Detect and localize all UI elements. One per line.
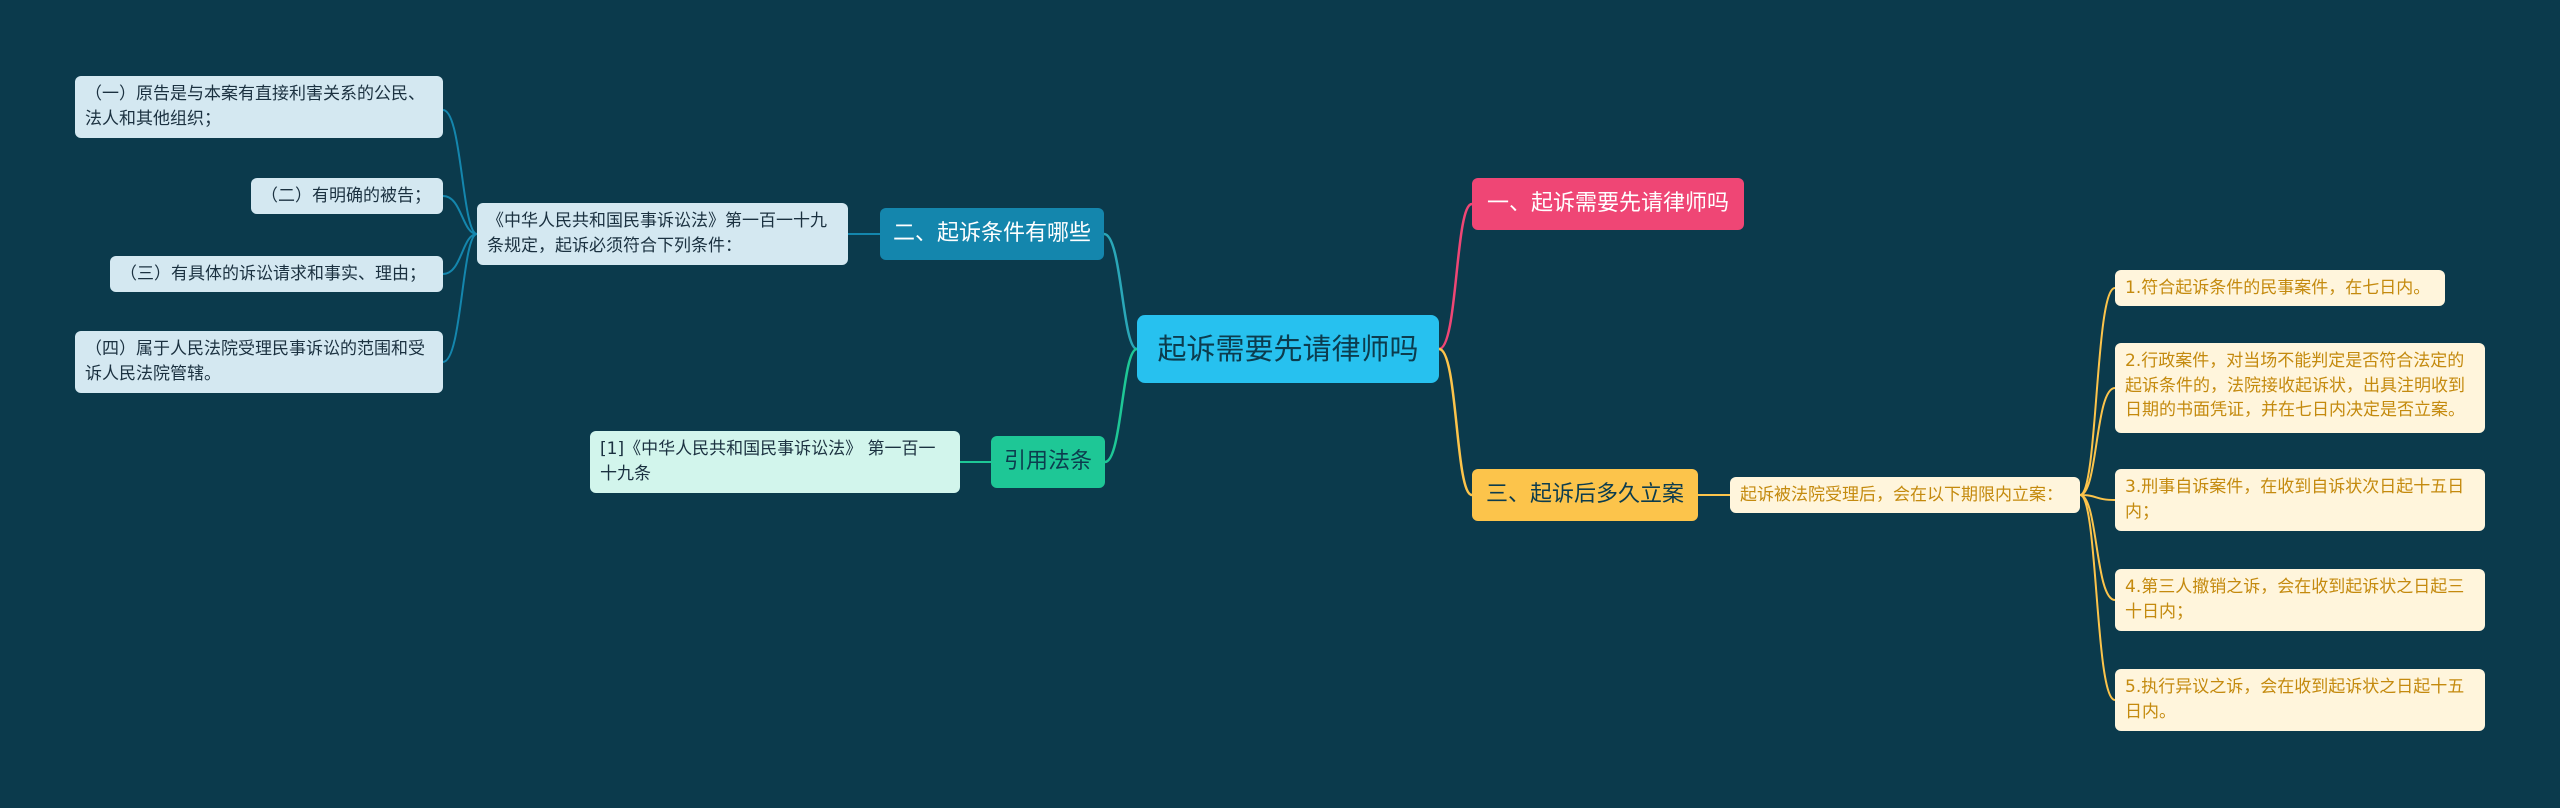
timing-item-1[interactable]: 1.符合起诉条件的民事案件，在七日内。 <box>2115 270 2445 306</box>
conditions-intro[interactable]: 《中华人民共和国民事诉讼法》第一百一十九条规定，起诉必须符合下列条件： <box>477 203 848 265</box>
branch-conditions[interactable]: 二、起诉条件有哪些 <box>880 208 1104 260</box>
citation-item-1[interactable]: [1]《中华人民共和国民事诉讼法》 第一百一十九条 <box>590 431 960 493</box>
link-timing-items <box>2079 287 2116 701</box>
link-root-lawyer <box>1438 202 1473 351</box>
branch-timing[interactable]: 三、起诉后多久立案 <box>1472 469 1698 521</box>
condition-item-3[interactable]: （三）有具体的诉讼请求和事实、理由； <box>110 256 443 292</box>
timing-intro[interactable]: 起诉被法院受理后，会在以下期限内立案： <box>1730 477 2080 513</box>
branch-citation[interactable]: 引用法条 <box>991 436 1105 488</box>
link-intro-items <box>442 109 478 363</box>
link-root-conditions <box>1103 232 1138 351</box>
timing-item-3[interactable]: 3.刑事自诉案件，在收到自诉状次日起十五日内； <box>2115 469 2485 531</box>
condition-item-2[interactable]: （二）有明确的被告； <box>251 178 443 214</box>
timing-item-4[interactable]: 4.第三人撤销之诉，会在收到起诉状之日起三十日内； <box>2115 569 2485 631</box>
timing-item-5[interactable]: 5.执行异议之诉，会在收到起诉状之日起十五日内。 <box>2115 669 2485 731</box>
timing-item-2[interactable]: 2.行政案件，对当场不能判定是否符合法定的起诉条件的，法院接收起诉状，出具注明收… <box>2115 343 2485 433</box>
root-topic[interactable]: 起诉需要先请律师吗 <box>1137 315 1439 383</box>
condition-item-1[interactable]: （一）原告是与本案有直接利害关系的公民、法人和其他组织； <box>75 76 443 138</box>
link-root-citation <box>1104 347 1138 464</box>
condition-item-4[interactable]: （四）属于人民法院受理民事诉讼的范围和受诉人民法院管辖。 <box>75 331 443 393</box>
link-root-timing <box>1438 347 1473 497</box>
branch-lawyer[interactable]: 一、起诉需要先请律师吗 <box>1472 178 1744 230</box>
